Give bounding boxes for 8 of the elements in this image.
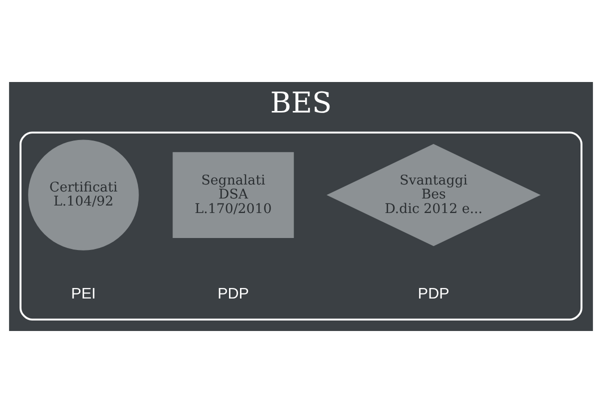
- node-label: PEI: [71, 285, 96, 302]
- node-box: Segnalati DSA L.170/2010: [172, 152, 294, 238]
- node-diamond: Svantaggi Bes D.dic 2012 e...: [326, 144, 541, 246]
- node-label: PDP: [418, 285, 450, 302]
- node-label: PDP: [218, 285, 249, 302]
- diagram-title: BES: [270, 86, 332, 120]
- cluster: [20, 132, 582, 320]
- node-circle: Certificati L.104/92: [28, 140, 139, 250]
